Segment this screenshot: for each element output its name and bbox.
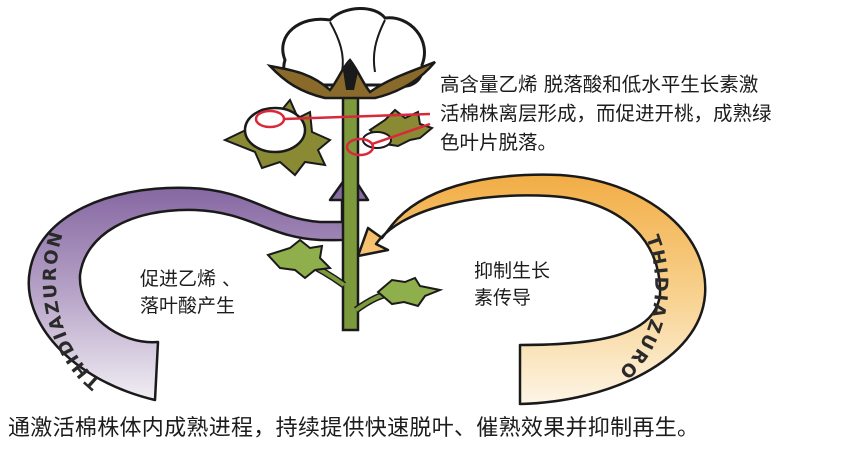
left-note-line-2: 落叶酸产生 xyxy=(140,295,236,317)
lower-left-leaf xyxy=(266,238,333,280)
right-note-line-2: 素传导 xyxy=(474,287,532,309)
callout-markers xyxy=(254,109,431,157)
lower-right-leaf xyxy=(376,276,444,308)
top-note-line-3: 色叶片脱落。 xyxy=(440,131,558,154)
summary-caption: 通激活棉株体内成熟进程，持续提供快速脱叶、催熟效果并抑制再生。 xyxy=(8,416,700,441)
top-note-line-1: 高含量乙烯 脱落酸和低水平生长素激 xyxy=(440,73,759,96)
auxin-inhibition-note: 抑制生长 素传导 xyxy=(474,258,550,312)
left-note-line-1: 促进乙烯 、 xyxy=(140,268,242,290)
ethylene-promotion-note: 促进乙烯 、 落叶酸产生 xyxy=(140,266,241,320)
right-note-line-1: 抑制生长 xyxy=(474,260,551,282)
cotton-plant xyxy=(222,7,444,332)
top-note-line-2: 活棉株离层形成，而促进开桃，成熟绿 xyxy=(440,102,772,125)
abscission-explanation: 高含量乙烯 脱落酸和低水平生长素激 活棉株离层形成，而促进开桃，成熟绿 色叶片脱… xyxy=(440,70,772,157)
